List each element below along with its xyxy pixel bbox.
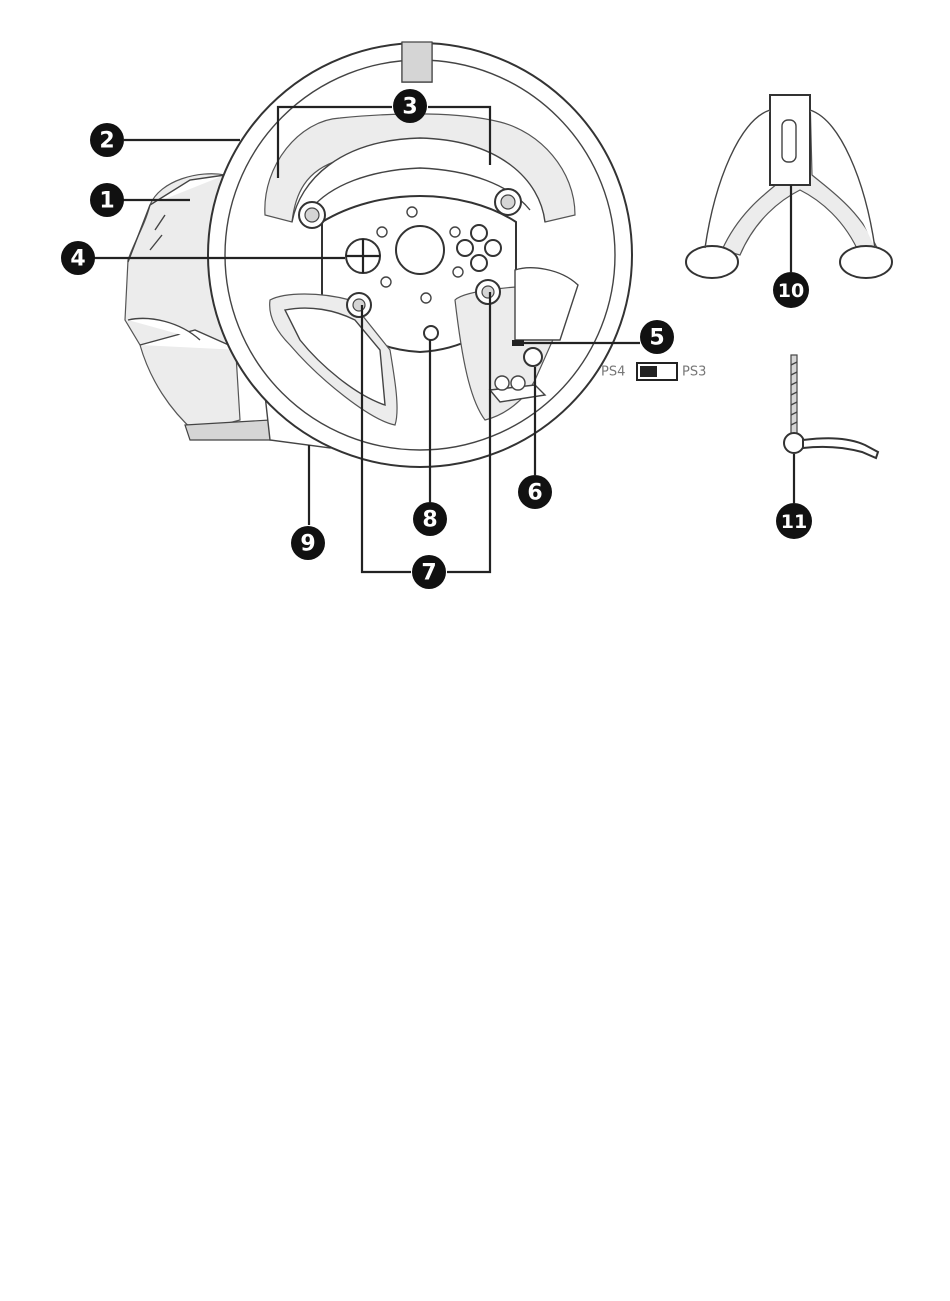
svg-text:10: 10 xyxy=(778,280,804,302)
foot-left xyxy=(686,246,738,278)
mode-button xyxy=(524,348,542,366)
svg-text:1: 1 xyxy=(99,189,114,214)
callout-7: 7 xyxy=(412,555,446,589)
small-button xyxy=(407,207,417,217)
mode-switch-right-label: PS3 xyxy=(682,365,706,380)
mode-switch-slot xyxy=(512,340,524,346)
small-button xyxy=(511,376,525,390)
svg-text:7: 7 xyxy=(421,561,436,586)
ps-button xyxy=(424,326,438,340)
screw-head xyxy=(784,433,804,453)
foot-right xyxy=(840,246,892,278)
svg-text:9: 9 xyxy=(300,532,315,557)
slot-icon xyxy=(782,120,796,162)
svg-text:6: 6 xyxy=(527,481,542,506)
svg-text:3: 3 xyxy=(402,95,417,120)
svg-text:11: 11 xyxy=(781,511,807,533)
upper-left-knob-center xyxy=(305,208,319,222)
small-button xyxy=(450,227,460,237)
mode-switch-left-label: PS4 xyxy=(601,365,625,380)
callout-1: 1 xyxy=(90,183,124,217)
callout-10: 10 xyxy=(773,272,809,308)
svg-text:8: 8 xyxy=(422,508,437,533)
small-button xyxy=(377,227,387,237)
callout-11: 11 xyxy=(776,503,812,539)
callout-5: 5 xyxy=(640,320,674,354)
lower-left-knob-center xyxy=(353,299,365,311)
screw-handle xyxy=(803,438,878,458)
screw-thread xyxy=(791,355,797,440)
lower-right-knob-center xyxy=(482,286,494,298)
dpad-icon xyxy=(346,239,380,273)
svg-text:4: 4 xyxy=(70,247,85,272)
center-hub xyxy=(396,226,444,274)
callout-4: 4 xyxy=(61,241,95,275)
svg-text:5: 5 xyxy=(649,326,664,351)
mode-switch: PS4 PS3 xyxy=(601,363,706,380)
callout-3: 3 xyxy=(393,89,427,123)
callout-6: 6 xyxy=(518,475,552,509)
small-button xyxy=(381,277,391,287)
clamp-base-accessory xyxy=(686,95,892,278)
callout-8: 8 xyxy=(413,502,447,536)
callout-9: 9 xyxy=(291,526,325,560)
small-button xyxy=(421,293,431,303)
small-button xyxy=(495,376,509,390)
mode-switch-knob xyxy=(640,366,657,377)
svg-text:2: 2 xyxy=(99,129,114,154)
clamp-screw-accessory xyxy=(784,355,878,458)
upper-right-knob-center xyxy=(501,195,515,209)
callout-2: 2 xyxy=(90,123,124,157)
small-button xyxy=(453,267,463,277)
